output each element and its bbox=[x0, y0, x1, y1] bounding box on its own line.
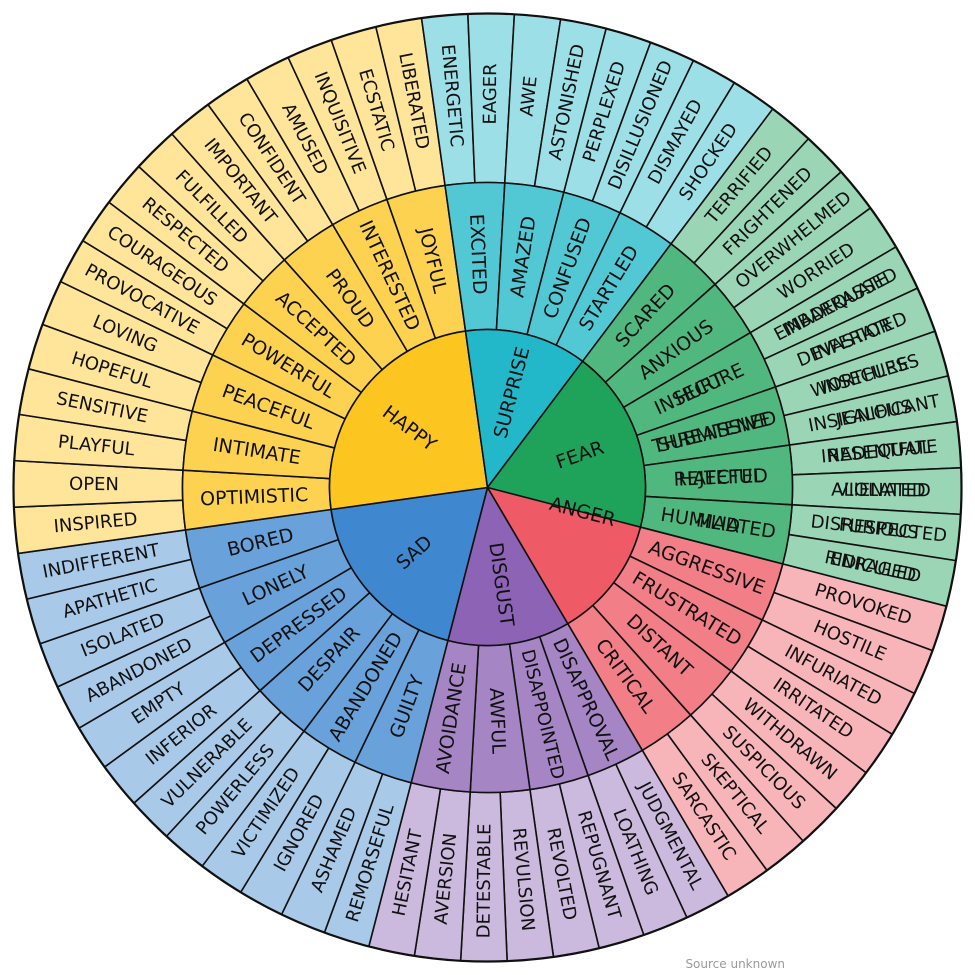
happy-core-wedge bbox=[328, 330, 489, 511]
disgust-mid-label: AWFUL bbox=[485, 687, 510, 754]
surprise-outer-label: EAGER bbox=[480, 63, 501, 124]
sad-core-wedge bbox=[330, 486, 489, 642]
wheel-border bbox=[12, 12, 963, 963]
anger-mid-label: HATEFUL bbox=[678, 465, 764, 491]
disgust-outer-label: DETESTABLE bbox=[474, 824, 496, 939]
anger-outer-label: VIOLATED bbox=[836, 480, 926, 502]
fear-mid-label: REJECTED bbox=[673, 465, 768, 491]
happy-outer-label: OPEN bbox=[69, 474, 119, 495]
surprise-outer-label: AWE bbox=[516, 75, 541, 117]
happy-mid-label: OPTIMISTIC bbox=[200, 484, 309, 510]
wheel-rings bbox=[12, 12, 963, 963]
surprise-core-wedge bbox=[464, 328, 584, 489]
source-note: Source unknown bbox=[685, 957, 785, 971]
fear-core-wedge bbox=[486, 360, 647, 528]
fear-outer-label: ALIENATED bbox=[831, 480, 931, 502]
surprise-mid-label: EXCITED bbox=[465, 213, 490, 295]
